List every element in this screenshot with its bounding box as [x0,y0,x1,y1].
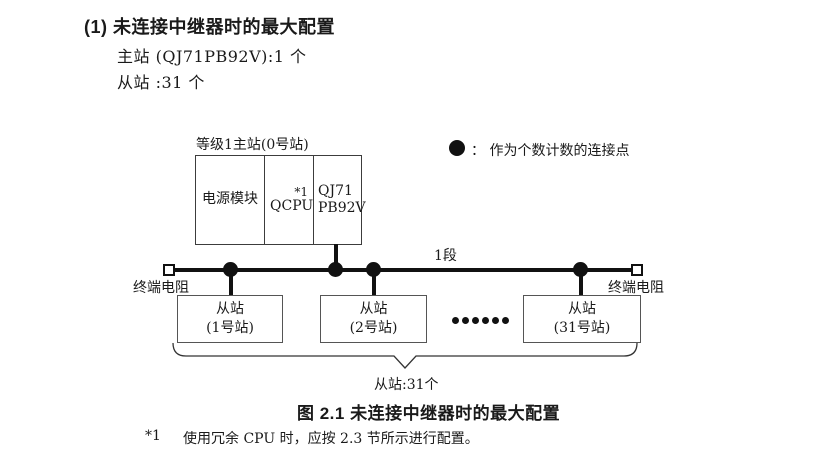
slave1-drop-line [229,270,233,296]
cpu-footnote-ref: *1 [294,184,308,199]
slave-name: 从站 [359,301,388,318]
slave-station-number: (31号站) [553,320,611,336]
slave-station-number: (1号站) [206,320,254,336]
spec-slave-count: 从站 :31 个 [117,73,205,92]
segment-label: 1段 [434,248,457,264]
connection-point-icon [573,262,588,277]
cpu-module-label: QCPU [270,197,314,214]
pb92v-label-line1: QJ71 [318,182,353,199]
figure-caption: 图 2.1 未连接中继器时的最大配置 [297,404,561,423]
master-station-box: 电源模块 *1 QCPU QJ71 PB92V [195,155,366,245]
footnote-marker: *1 [145,428,161,444]
master-drop-line [334,244,338,271]
connection-point-icon [366,262,381,277]
terminator-square-left [163,264,175,276]
connection-point-icon [223,262,238,277]
legend-connection-point-icon [449,140,465,156]
master-station-label: 等级1主站(0号站) [196,137,309,153]
cpu-module-cell: *1 QCPU [264,156,313,244]
slave-station-number: (2号站) [349,320,398,336]
spec-master-count: 主站 (QJ71PB92V):1 个 [117,47,307,66]
pb92v-module-cell: QJ71 PB92V [313,156,366,244]
terminator-square-right [631,264,643,276]
terminator-label-left: 终端电阻 [133,280,189,296]
slave-count-brace [172,343,638,369]
slave-station-box-2: 从站 (2号站) [320,295,427,343]
slave-station-box-1: 从站 (1号站) [177,295,283,343]
slave2-drop-line [372,270,376,296]
slave-name: 从站 [568,301,596,318]
power-module-cell: 电源模块 [202,191,258,208]
slave-station-box-31: 从站 (31号站) [523,295,641,343]
slave-name: 从站 [216,301,244,318]
legend-text: ： 作为个数计数的连接点 [471,143,630,159]
connection-point-icon [328,262,343,277]
terminator-label-right: 终端电阻 [608,280,664,296]
section-title: (1) 未连接中继器时的最大配置 [84,17,335,37]
bus-line [166,268,640,272]
brace-label: 从站:31个 [374,377,439,393]
ellipsis-dots-icon [452,317,509,324]
footnote-text: 使用冗余 CPU 时，应按 2.3 节所示进行配置。 [183,431,479,447]
pb92v-label-line2: PB92V [318,200,366,216]
slave31-drop-line [579,270,583,296]
